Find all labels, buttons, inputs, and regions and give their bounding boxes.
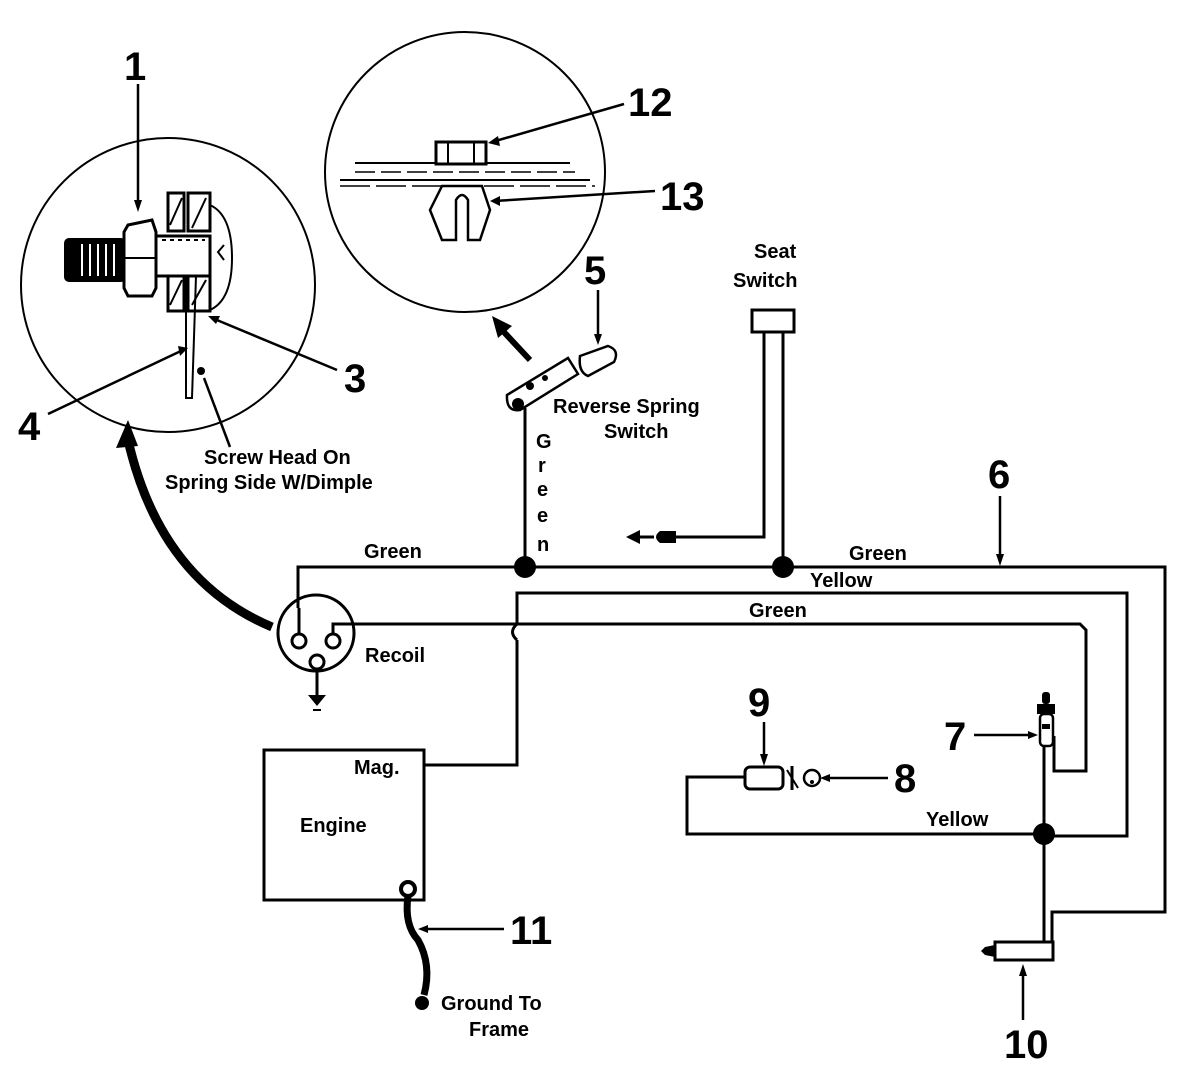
engine-block <box>262 748 426 902</box>
wire-yellow-mag <box>424 640 519 767</box>
junction-yellow <box>1033 823 1055 845</box>
callout-7: 7 <box>944 715 966 759</box>
screw-head-label-line2: Spring Side W/Dimple <box>165 472 373 494</box>
recoil-label: Recoil <box>365 645 425 667</box>
wire-yellow-main <box>515 591 1129 838</box>
wire-label-green-mid: Green <box>749 600 807 622</box>
recoil-connector <box>276 593 356 695</box>
ground-symbol-icon <box>308 695 326 711</box>
callout-8: 8 <box>894 757 916 801</box>
wire-label-green-vertical: G r e e n <box>536 431 552 556</box>
wire-label-yellow-bottom: Yellow <box>926 809 989 831</box>
wire-label-yellow-top: Yellow <box>810 570 873 592</box>
junction-green-reverse <box>514 556 536 578</box>
callout-13: 13 <box>660 175 705 219</box>
svg-text:e: e <box>537 479 548 501</box>
threaded-body <box>64 238 126 282</box>
ground-label-line2: Frame <box>469 1019 529 1041</box>
engine-label: Engine <box>300 815 367 837</box>
seat-switch <box>750 308 796 334</box>
spring-clip <box>428 184 492 242</box>
ground-strap <box>399 880 431 1010</box>
recoil-terminal-3 <box>308 653 326 671</box>
callout-4: 4 <box>18 405 41 449</box>
screw-head-label-line1: Screw Head On <box>204 447 351 469</box>
wire-green-recoil <box>331 622 1088 773</box>
component-9 <box>743 765 785 791</box>
seat-switch-label-line2: Switch <box>733 270 797 292</box>
svg-text:r: r <box>538 455 546 477</box>
callout-5: 5 <box>584 249 606 293</box>
detail-circle-switch-mount <box>20 137 316 433</box>
ground-label-line1: Ground To <box>441 993 542 1015</box>
component-8-terminal <box>786 766 822 790</box>
callout-12: 12 <box>628 81 673 125</box>
seat-switch-connector <box>656 531 676 543</box>
reverse-spring-label-line2: Switch <box>604 421 668 443</box>
component-7-connector <box>1037 692 1055 748</box>
detail-circle-clip-mount <box>324 31 606 313</box>
wire-label-green-right: Green <box>849 543 907 565</box>
recoil-terminal-1 <box>290 632 308 650</box>
callout-1: 1 <box>124 45 146 89</box>
junction-green-seat <box>772 556 794 578</box>
reverse-spring-switch <box>505 344 618 412</box>
seat-switch-label-line1: Seat <box>754 241 797 263</box>
callout-6: 6 <box>988 453 1010 497</box>
callout-10: 10 <box>1004 1023 1049 1067</box>
wire-green-main <box>296 565 1167 942</box>
wire-label-green-left: Green <box>364 541 422 563</box>
reverse-spring-label-line1: Reverse Spring <box>553 396 700 418</box>
svg-text:e: e <box>537 505 548 527</box>
svg-text:G: G <box>536 431 552 453</box>
wire-yellow-lower <box>685 775 1042 836</box>
detail-arrow-recoil <box>123 438 274 632</box>
svg-text:n: n <box>537 534 549 556</box>
recoil-terminal-2 <box>324 632 342 650</box>
callout-11: 11 <box>510 909 552 953</box>
callout-3: 3 <box>344 357 366 401</box>
clip-nut <box>434 140 488 166</box>
mag-label: Mag. <box>354 757 400 779</box>
wire-seat-switch-connector <box>676 332 766 539</box>
component-10-connector <box>981 940 1055 962</box>
callout-9: 9 <box>748 681 770 725</box>
